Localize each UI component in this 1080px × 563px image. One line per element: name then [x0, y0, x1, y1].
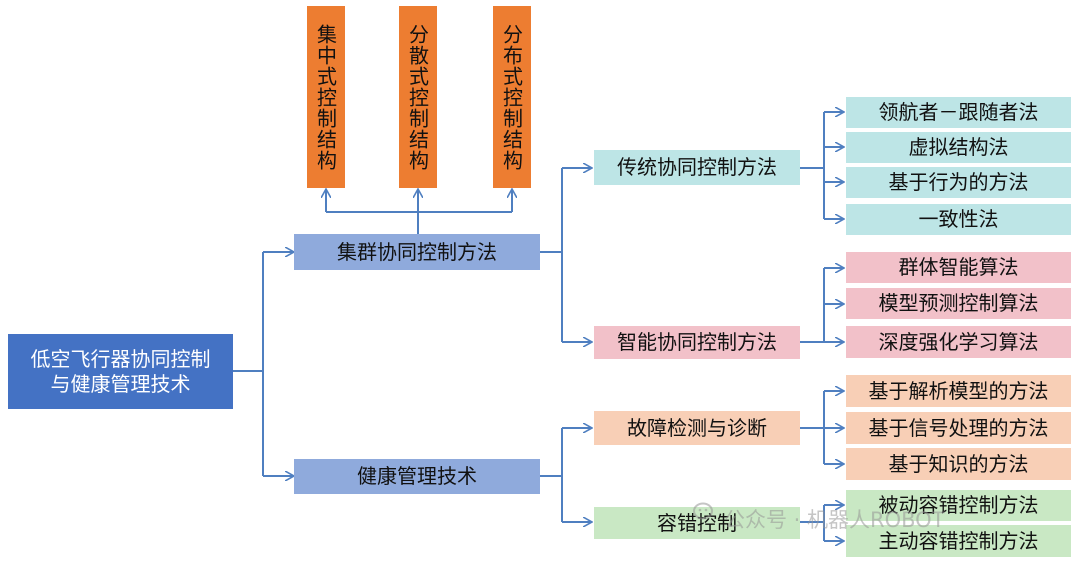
fault-tolerant-node: 容错控制: [594, 507, 800, 539]
leaf-passive-ftc: 被动容错控制方法: [846, 490, 1071, 521]
leaf-deep-rl: 深度强化学习算法: [846, 326, 1071, 358]
fault-diagnosis-node: 故障检测与诊断: [594, 411, 800, 445]
architecture-distributed-label: 分布式控制结构: [499, 23, 524, 171]
architecture-decentralized: 分散式控制结构: [399, 6, 437, 188]
root-node: 低空飞行器协同控制 与健康管理技术: [8, 334, 233, 409]
leaf-active-ftc: 主动容错控制方法: [846, 525, 1071, 557]
traditional-control-node: 传统协同控制方法: [594, 150, 800, 185]
leaf-swarm-intelligence: 群体智能算法: [846, 252, 1071, 283]
leaf-analytic-model: 基于解析模型的方法: [846, 375, 1071, 407]
architecture-centralized-label: 集中式控制结构: [313, 23, 338, 171]
leaf-behavior-based: 基于行为的方法: [846, 167, 1071, 198]
intelligent-control-node: 智能协同控制方法: [594, 326, 800, 359]
leaf-consensus: 一致性法: [846, 204, 1071, 235]
wechat-icon: [693, 502, 713, 520]
leaf-signal-processing: 基于信号处理的方法: [846, 412, 1071, 444]
leaf-virtual-structure: 虚拟结构法: [846, 132, 1071, 163]
leaf-model-predictive: 模型预测控制算法: [846, 288, 1071, 319]
root-node-line2: 与健康管理技术: [50, 371, 191, 396]
architecture-decentralized-label: 分散式控制结构: [405, 23, 430, 171]
architecture-distributed: 分布式控制结构: [493, 6, 531, 188]
watermark-text: 公众号 · 机器人ROBOT: [724, 508, 945, 532]
leaf-knowledge-based: 基于知识的方法: [846, 448, 1071, 480]
health-management-node: 健康管理技术: [294, 459, 540, 494]
swarm-control-node: 集群协同控制方法: [294, 234, 540, 270]
root-node-line1: 低空飞行器协同控制: [30, 346, 211, 371]
leaf-leader-follower: 领航者－跟随者法: [846, 97, 1071, 128]
architecture-centralized: 集中式控制结构: [307, 6, 345, 188]
